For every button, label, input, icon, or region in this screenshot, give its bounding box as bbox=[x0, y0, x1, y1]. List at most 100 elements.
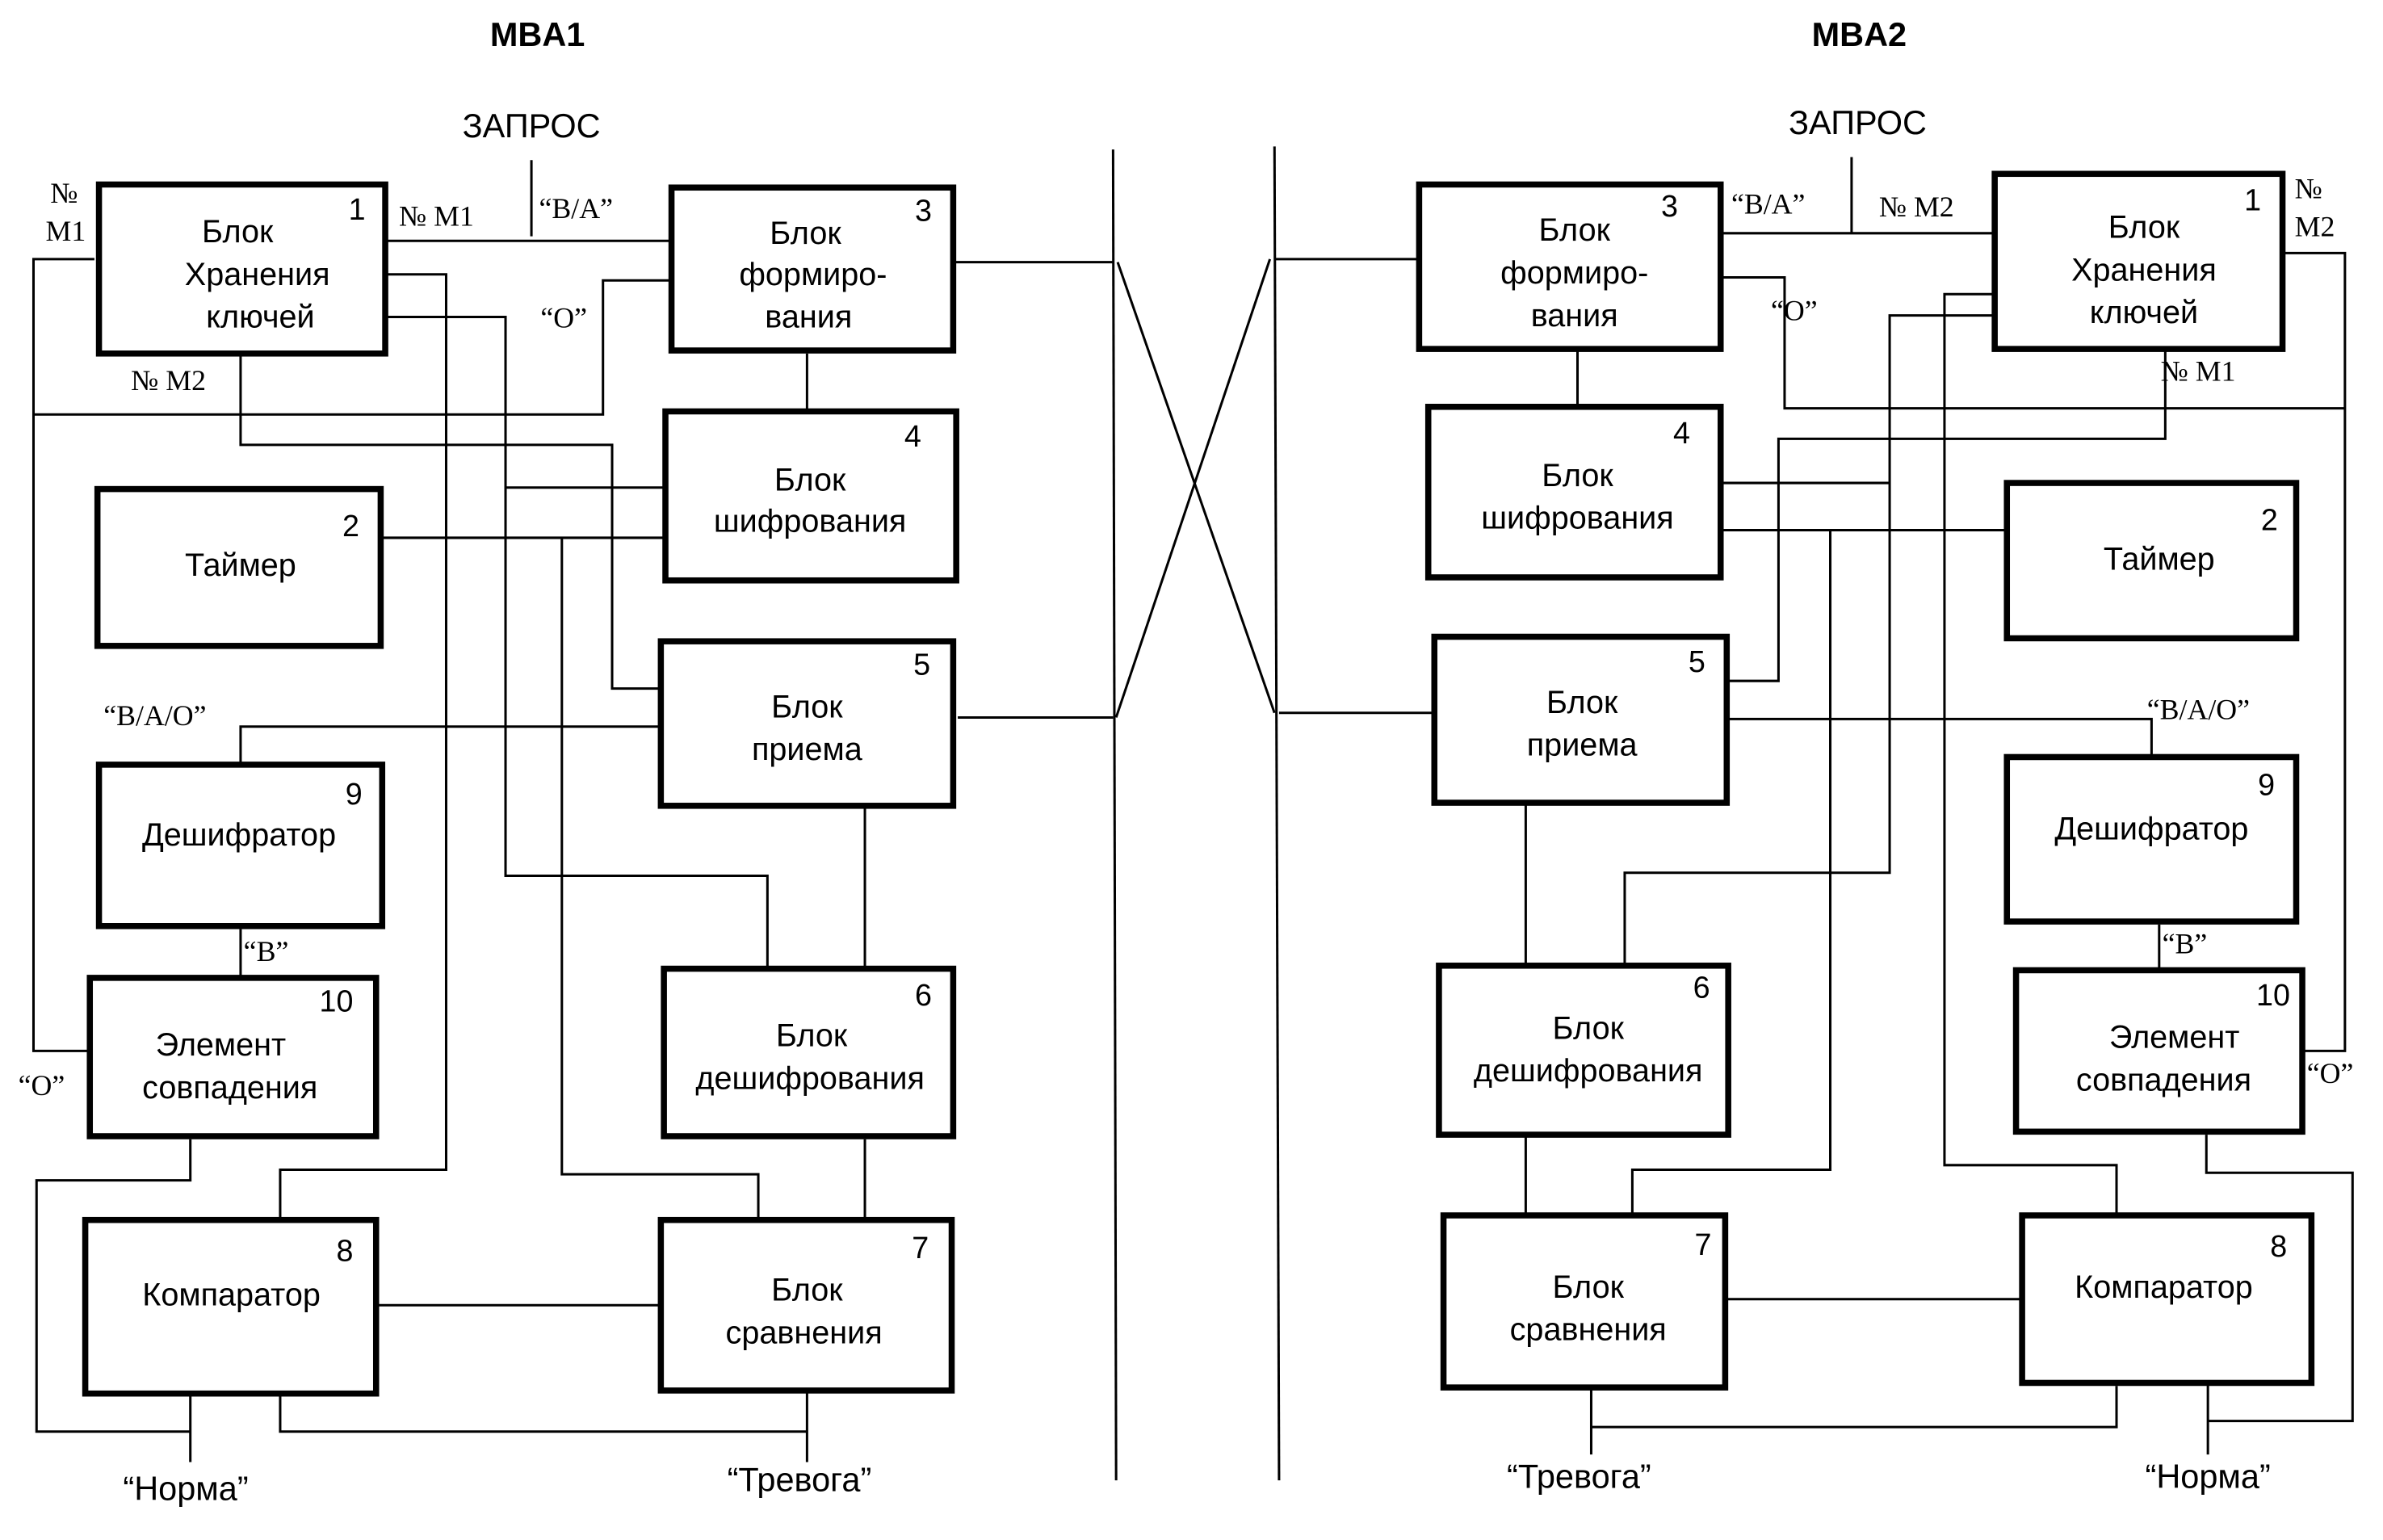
mba1-block-4: 4 Блок шифрования bbox=[665, 411, 956, 580]
mba2-block-10: 10 Элемент совпадения bbox=[2016, 970, 2302, 1131]
connection-wire bbox=[280, 1395, 807, 1432]
block-number: 5 bbox=[913, 648, 930, 682]
block-label: дешифрования bbox=[1474, 1053, 1703, 1089]
block-number: 1 bbox=[2244, 183, 2261, 217]
block-label: сравнения bbox=[726, 1315, 883, 1350]
block-label: ключей bbox=[2090, 295, 2198, 330]
block-number: 7 bbox=[1694, 1227, 1711, 1261]
mba2-block-3: 3 Блок формиро- вания bbox=[1419, 184, 1720, 349]
block-number: 10 bbox=[2256, 978, 2290, 1012]
block-label: Блок bbox=[771, 1273, 843, 1308]
mba2-block-5: 5 Блок приема bbox=[1434, 637, 1726, 804]
block-label: ключей bbox=[206, 300, 314, 335]
mba1-block-3: 3 Блок формиро- вания bbox=[672, 187, 954, 350]
block-label: вания bbox=[1531, 298, 1618, 334]
request-label-right: ЗАПРОС bbox=[1789, 103, 1927, 141]
block-number: 4 bbox=[904, 419, 921, 453]
block-label: совпадения bbox=[142, 1070, 317, 1106]
channel-line-left bbox=[1113, 149, 1116, 1480]
mba2-block-1: 1 Блок Хранения ключей bbox=[1995, 174, 2282, 349]
mba2-block-8: 8 Компаратор bbox=[2022, 1215, 2311, 1383]
block-label: Таймер bbox=[185, 548, 296, 583]
block-label: Хранения bbox=[185, 257, 330, 292]
block-number: 2 bbox=[2261, 503, 2278, 537]
block-label: Блок bbox=[1539, 212, 1611, 248]
output-norma-left: “Норма” bbox=[123, 1470, 248, 1508]
block-label: Блок bbox=[774, 462, 846, 497]
block-number: 3 bbox=[915, 194, 932, 228]
block-frame bbox=[1439, 966, 1728, 1135]
block-label: шифрования bbox=[714, 503, 906, 539]
block-label: Блок bbox=[2108, 209, 2180, 245]
block-label: приема bbox=[1527, 728, 1638, 763]
mba1-block-6: 6 Блок дешифрования bbox=[664, 969, 953, 1136]
channel-line-right bbox=[1274, 146, 1279, 1480]
connection-wire bbox=[2283, 253, 2345, 1051]
block-number: 9 bbox=[2258, 768, 2275, 802]
connection-wire bbox=[1726, 719, 2151, 757]
block-label: шифрования bbox=[1481, 501, 1673, 536]
block-label: Блок bbox=[1546, 685, 1618, 720]
mba1-block-10: 10 Элемент совпадения bbox=[90, 978, 375, 1136]
block-number: 4 bbox=[1673, 416, 1690, 450]
block-label: Блок bbox=[771, 689, 843, 724]
mba1-block-7: 7 Блок сравнения bbox=[661, 1220, 951, 1391]
block-label: Элемент bbox=[156, 1027, 286, 1063]
label-b-left: “B” bbox=[244, 935, 289, 967]
label-no-m2-right: № M2 bbox=[1879, 191, 1954, 223]
block-label: приема bbox=[752, 732, 863, 767]
block-label: Блок bbox=[202, 214, 274, 250]
block-label: Дешифратор bbox=[2054, 811, 2248, 846]
mba1-block-2-timer: 2 Таймер bbox=[98, 489, 381, 646]
label-o-right: “O” bbox=[1771, 294, 1818, 326]
block-label: Блок bbox=[770, 216, 841, 251]
output-trevoga-left: “Тревога” bbox=[728, 1460, 872, 1498]
block-number: 5 bbox=[1689, 644, 1705, 678]
cross-wire-2 bbox=[1116, 259, 1269, 718]
block-number: 2 bbox=[342, 509, 359, 543]
block-label: Элемент bbox=[2109, 1020, 2239, 1055]
mba2-block-2-timer: 2 Таймер bbox=[2007, 483, 2296, 638]
block-label: вания bbox=[765, 300, 852, 335]
block-number: 6 bbox=[915, 978, 932, 1012]
block-label: сравнения bbox=[1510, 1312, 1667, 1348]
label-no-m1-left: № M1 bbox=[399, 199, 474, 232]
block-label: Блок bbox=[1553, 1269, 1625, 1305]
block-number: 3 bbox=[1661, 189, 1678, 223]
block-number: 8 bbox=[336, 1234, 353, 1268]
block-label: Таймер bbox=[2104, 542, 2215, 577]
block-label: Блок bbox=[1542, 458, 1613, 493]
label-b-right: “B” bbox=[2163, 928, 2208, 960]
mba1-block-1: 1 Блок Хранения ключей bbox=[99, 184, 385, 353]
label-bao-right: “B/A/O” bbox=[2147, 693, 2250, 725]
title-mba2: MBA2 bbox=[1812, 15, 1907, 53]
block-label: Блок bbox=[776, 1018, 848, 1054]
mba1-block-5: 5 Блок приема bbox=[661, 641, 953, 806]
title-mba1: MBA1 bbox=[490, 15, 585, 53]
connection-wire bbox=[241, 727, 661, 765]
label-no-right: № bbox=[2295, 172, 2322, 204]
block-label: Компаратор bbox=[142, 1277, 321, 1312]
label-o-left: “O” bbox=[540, 302, 587, 334]
block-number: 8 bbox=[2270, 1229, 2287, 1263]
channel bbox=[953, 146, 1434, 1480]
block-number: 9 bbox=[346, 777, 363, 811]
mba1-block-9: 9 Дешифратор bbox=[99, 765, 383, 926]
block-number: 7 bbox=[912, 1231, 929, 1265]
block-number: 6 bbox=[1693, 970, 1710, 1004]
block-label: совпадения bbox=[2076, 1062, 2251, 1097]
label-m1-left: M1 bbox=[46, 215, 86, 247]
block-label: Хранения bbox=[2071, 252, 2217, 287]
label-o2-right: “O” bbox=[2307, 1057, 2354, 1089]
block-label: дешифрования bbox=[695, 1061, 925, 1097]
label-no-left: № bbox=[50, 177, 78, 209]
label-m2-right: M2 bbox=[2295, 211, 2335, 243]
label-ba-left: “B/A” bbox=[539, 192, 614, 224]
mba2-block-4: 4 Блок шифрования bbox=[1429, 407, 1721, 577]
output-norma-right: “Норма” bbox=[2146, 1458, 2271, 1496]
label-o2-left: “O” bbox=[19, 1069, 65, 1101]
mba2-block-6: 6 Блок дешифрования bbox=[1439, 966, 1728, 1135]
label-no-m1-right: № M1 bbox=[2161, 355, 2236, 388]
label-ba-right: “B/A” bbox=[1731, 187, 1806, 220]
